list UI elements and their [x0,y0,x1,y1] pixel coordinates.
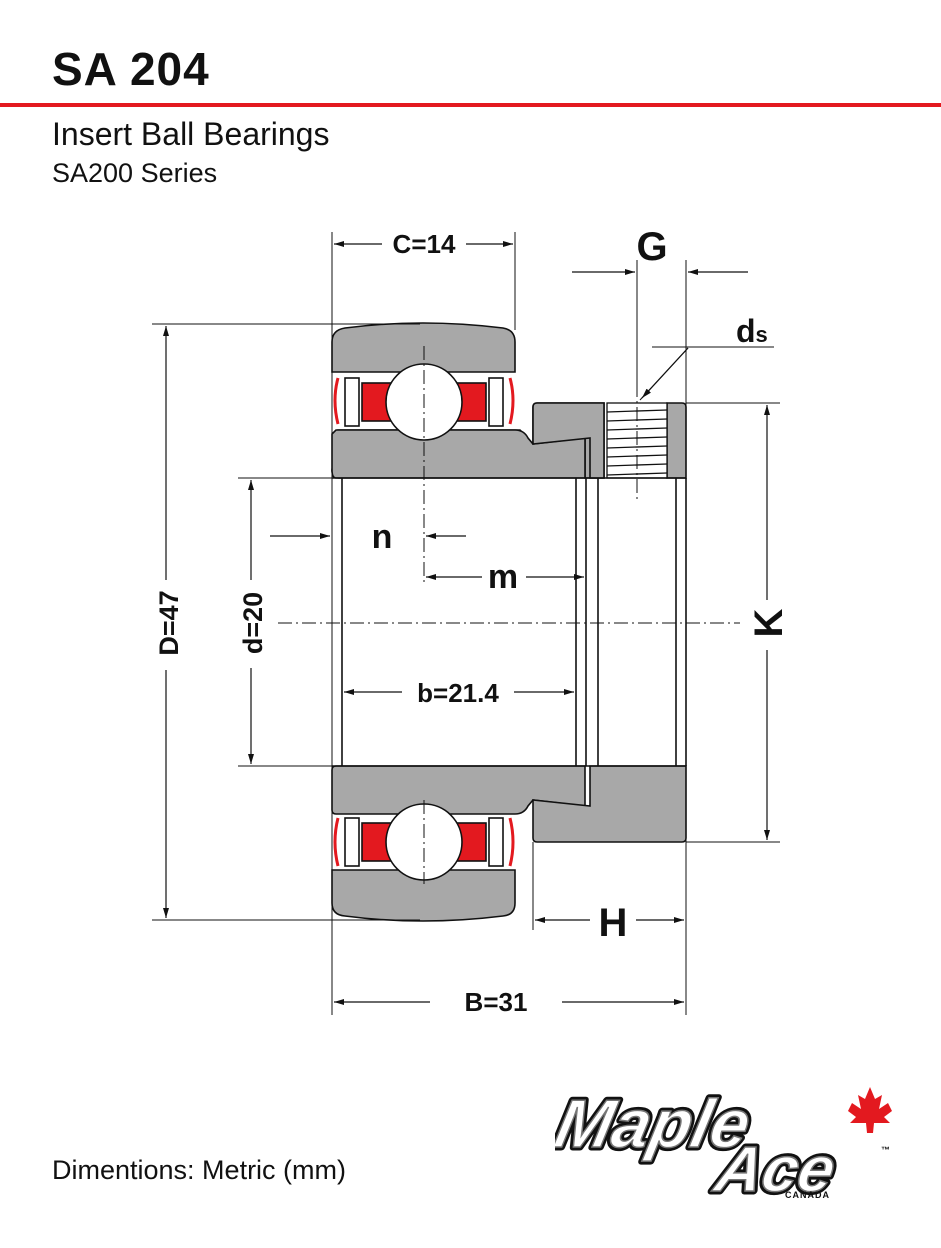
ball-assembly-bottom [333,803,515,881]
svg-text:Ace: Ace [708,1133,843,1200]
collar-bottom [331,765,586,815]
dim-n-label: n [372,518,393,556]
maple-leaf-icon [848,1087,892,1133]
collar-top-far-right [666,402,687,479]
bearing-body [331,322,687,922]
svg-text:Maple: Maple [555,1086,758,1162]
dim-ds-sub: s [756,322,768,347]
dim-b-label: b=21.4 [417,678,499,708]
dim-D-label: D=47 [154,590,184,655]
dim-K-label: K [747,608,791,637]
dim-B-label: B=31 [465,987,528,1017]
title-divider [0,103,941,107]
dim-C-label: C=14 [393,229,456,259]
svg-text:CANADA: CANADA [785,1190,830,1200]
dim-m-label: m [488,558,518,596]
dimension-arrows [163,241,770,1005]
dim-ds-main: d [736,313,756,349]
svg-text:Maple: Maple [555,1086,758,1162]
svg-text:Ace: Ace [708,1133,843,1200]
svg-text:™: ™ [881,1145,890,1155]
dim-H-label: H [599,901,628,945]
product-series: SA200 Series [52,158,218,188]
units-note: Dimentions: Metric (mm) [52,1155,347,1185]
dim-G-label: G [636,225,667,269]
maple-ace-logo: Maple Maple Ace Ace CANADA ™ [555,1085,892,1200]
collar-top-right [532,402,605,479]
page-title: SA 204 [52,43,210,95]
product-subtitle: Insert Ball Bearings [52,116,330,152]
outer-race-bottom [331,869,516,922]
dim-ds-label: ds [736,313,768,349]
dim-d-label: d=20 [238,592,268,654]
center-lines [278,346,740,884]
